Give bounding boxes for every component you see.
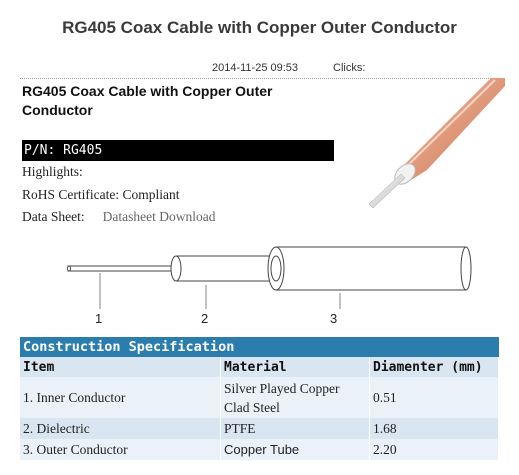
rohs-certificate: RoHS Certificate: Compliant: [22, 187, 180, 202]
callout-2: 2: [201, 311, 209, 326]
cell-diameter: 1.68: [369, 418, 499, 439]
cell-material: PTFE: [220, 418, 370, 439]
cell-diameter: 2.20: [369, 439, 499, 460]
table-row: 1. Inner Conductor Silver Played Copper …: [20, 377, 499, 418]
callout-3: 3: [330, 311, 338, 326]
publish-date: 2014-11-25 09:53: [212, 62, 299, 74]
table-row: 3. Outer Conductor Copper Tube 2.20: [20, 439, 499, 460]
table-row: 2. Dielectric PTFE 1.68: [20, 418, 499, 439]
product-heading: RG405 Coax Cable with Copper Outer Condu…: [22, 83, 273, 118]
cell-item: 2. Dielectric: [20, 418, 221, 439]
header-material: Material: [220, 357, 370, 377]
cell-material: Copper Tube: [220, 439, 370, 460]
table-caption: Construction Specification: [20, 337, 499, 357]
header-item: Item: [20, 357, 221, 377]
clicks-label: Clicks:: [333, 62, 366, 74]
cell-diameter: 0.51: [369, 377, 499, 418]
cable-layers-diagram: [67, 246, 472, 309]
datasheet-label: Data Sheet:: [22, 209, 85, 224]
datasheet-download-link[interactable]: Datasheet Download: [102, 209, 216, 224]
construction-spec-table: Construction Specification Item Material…: [20, 337, 499, 460]
cell-material: Silver Played Copper Clad Steel: [220, 377, 370, 418]
header-diameter: Diamenter (mm): [369, 357, 499, 377]
datasheet-row: Data Sheet: Datasheet Download: [22, 209, 215, 225]
cell-item: 1. Inner Conductor: [20, 377, 221, 418]
cable-photo: [368, 78, 505, 209]
page-title: RG405 Coax Cable with Copper Outer Condu…: [62, 18, 457, 37]
part-number-bar: P/N: RG405: [22, 140, 334, 161]
divider: [20, 78, 499, 79]
cell-item: 3. Outer Conductor: [20, 439, 221, 460]
highlights-label: Highlights:: [22, 164, 83, 179]
callout-1: 1: [95, 311, 103, 326]
